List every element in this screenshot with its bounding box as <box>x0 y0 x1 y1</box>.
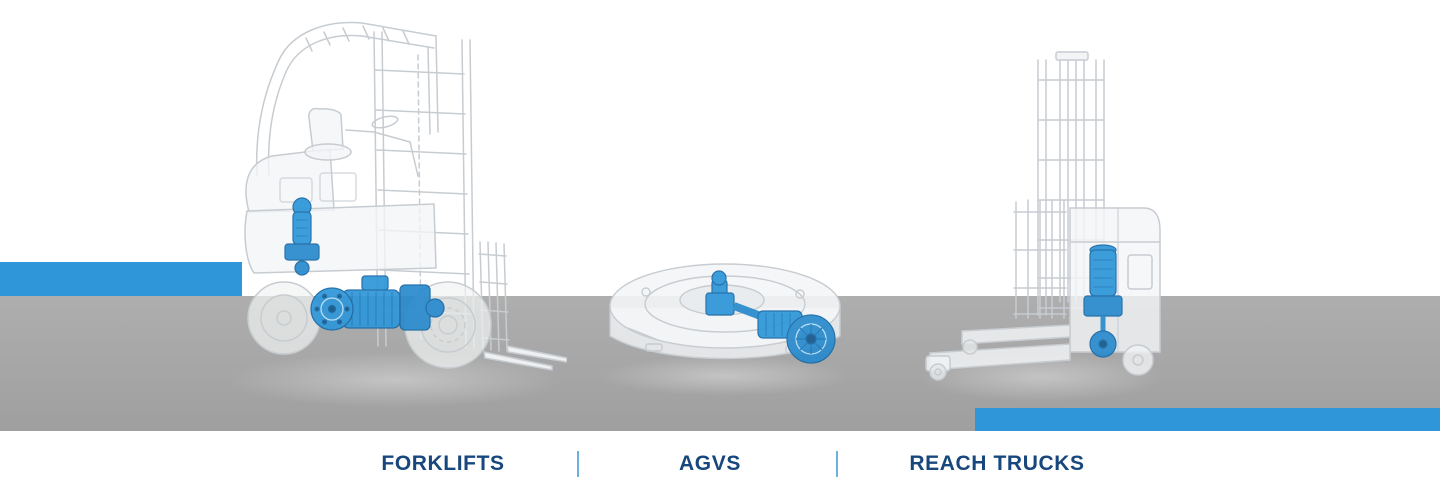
forklift-steering-unit-icon <box>284 197 320 276</box>
reach-truck-drive-unit-icon <box>1083 244 1123 358</box>
label-divider <box>836 451 838 477</box>
agv-drive-unit-icon <box>705 270 836 364</box>
reach-truck-illustration <box>925 51 1161 381</box>
category-agvs[interactable]: AGVS <box>679 452 741 475</box>
right-accent-bar <box>975 408 1440 431</box>
forklift-illustration <box>244 21 567 371</box>
category-forklifts[interactable]: FORKLIFTS <box>381 452 505 475</box>
reach-truck-legs-icon <box>925 324 1071 381</box>
category-labels: FORKLIFTS AGVS REACH TRUCKS <box>0 448 1440 482</box>
agv-illustration <box>609 263 841 364</box>
forklift-drive-unit-icon <box>310 275 445 331</box>
reach-truck-fork-carriage-icon <box>1013 199 1067 319</box>
left-accent-bar <box>0 262 242 296</box>
forklift-forks-icon <box>478 241 567 371</box>
label-divider <box>577 451 579 477</box>
category-reach-trucks[interactable]: REACH TRUCKS <box>909 452 1085 475</box>
